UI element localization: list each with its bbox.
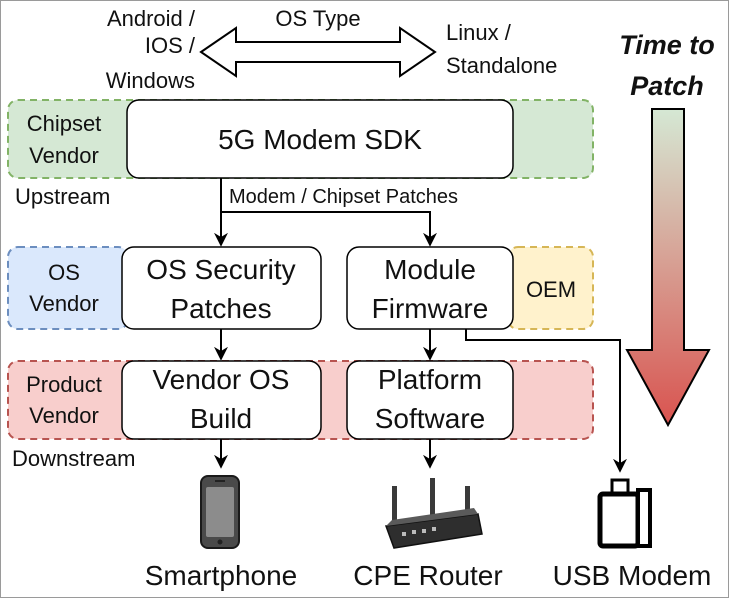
- sdk-box-label: 5G Modem SDK: [218, 124, 422, 155]
- os-vendor-label-line1: OS: [48, 260, 80, 285]
- chipset-vendor-label-line1: Chipset: [27, 111, 102, 136]
- usb-modem-icon: [597, 478, 652, 549]
- firmware-to-usb-modem-arrow: [465, 329, 627, 473]
- sdk-to-firmware-arrow: [221, 211, 437, 247]
- chipset-vendor-label-line2: Vendor: [29, 143, 99, 168]
- router-icon: [384, 478, 483, 549]
- downstream-label: Downstream: [12, 446, 135, 471]
- module-firmware-box-line2: Firmware: [372, 293, 489, 324]
- os-security-box-line2: Patches: [170, 293, 271, 324]
- os-type-right-line1: Linux /: [446, 20, 512, 45]
- sdk-box: [126, 99, 514, 179]
- modem-patches-label: Modem / Chipset Patches: [229, 186, 458, 208]
- upstream-label: Upstream: [15, 184, 110, 209]
- time-to-patch-arrow: [625, 108, 711, 428]
- platform-software-box-line2: Software: [375, 403, 486, 434]
- smartphone-icon: [200, 475, 240, 549]
- vendor-os-box-line1: Vendor OS: [153, 364, 290, 395]
- product-vendor-label-line2: Vendor: [29, 403, 99, 428]
- os-vendor-label-line2: Vendor: [29, 291, 99, 316]
- os-type-double-arrow: [199, 26, 437, 78]
- time-to-patch-line2: Patch: [630, 71, 704, 101]
- smartphone-label: Smartphone: [145, 560, 298, 591]
- os-type-label: OS Type: [275, 6, 360, 31]
- os-type-left-line2: IOS /: [145, 33, 196, 58]
- oem-label: OEM: [526, 277, 576, 302]
- os-type-left-line1: Android /: [107, 6, 196, 31]
- vendor-os-box-line2: Build: [190, 403, 252, 434]
- usb-modem-label: USB Modem: [553, 560, 712, 591]
- cpe-router-label: CPE Router: [353, 560, 502, 591]
- time-to-patch-line1: Time to: [619, 30, 715, 60]
- os-type-left-line3: Windows: [106, 68, 195, 93]
- os-type-right-line2: Standalone: [446, 53, 557, 78]
- os-security-box-line1: OS Security: [146, 254, 295, 285]
- product-vendor-label-line1: Product: [26, 372, 102, 397]
- platform-software-box-line1: Platform: [378, 364, 482, 395]
- module-firmware-box-line1: Module: [384, 254, 476, 285]
